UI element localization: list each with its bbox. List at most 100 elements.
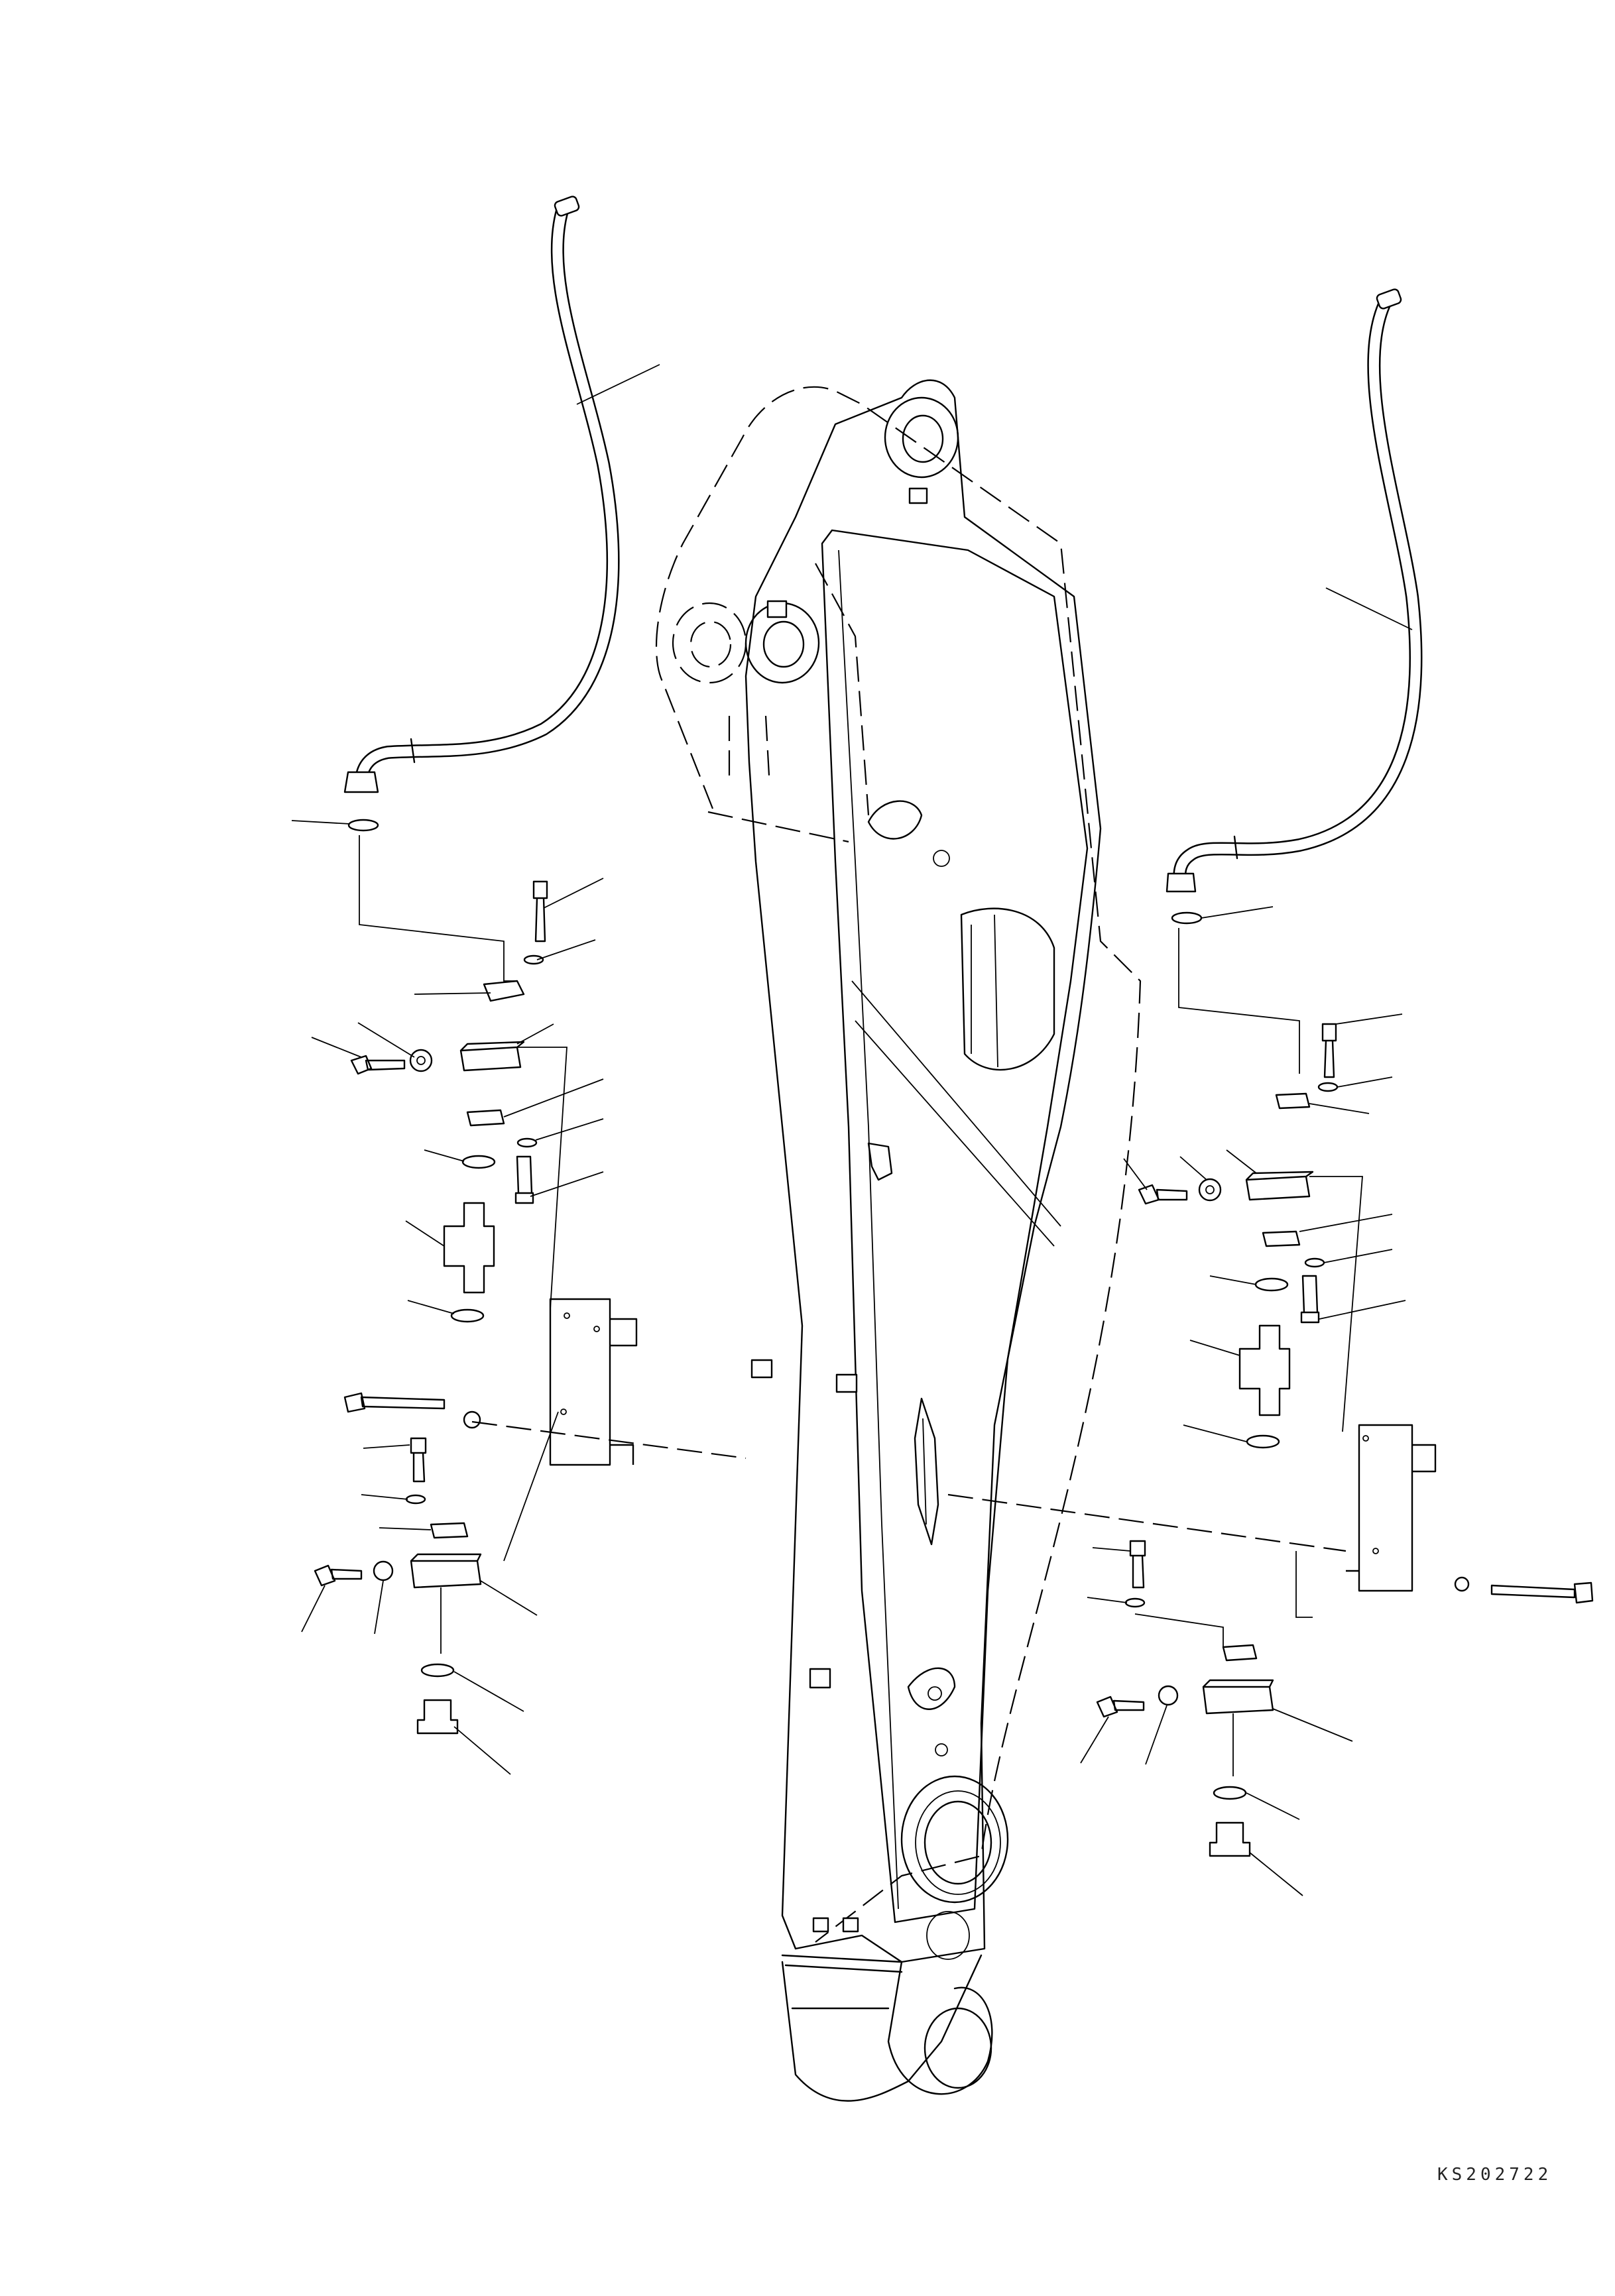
right-oring-4	[1213, 1786, 1247, 1800]
leader-r18	[1272, 1708, 1353, 1742]
leader-l17	[301, 1585, 326, 1633]
leader-r17	[1145, 1705, 1167, 1765]
leader-r16	[1080, 1716, 1109, 1764]
arm-grease-point-3	[935, 1743, 948, 1756]
arm-top-boss	[884, 396, 959, 479]
leader-r11	[1209, 1275, 1257, 1285]
leader-r14	[1092, 1547, 1131, 1552]
left-split-flange-1	[483, 980, 525, 1002]
left-bolt-3	[514, 1155, 534, 1204]
arm-outline	[745, 379, 1102, 1963]
leader-l6	[357, 1022, 415, 1058]
left-attach-line	[471, 1420, 747, 1460]
left-washer-3	[516, 1137, 538, 1148]
leader-l13	[407, 1300, 455, 1314]
arm-window	[960, 907, 1055, 1071]
arm-clip-7	[842, 1917, 859, 1933]
leader-r5	[1123, 1158, 1148, 1190]
arm-grease-point-2	[927, 1686, 942, 1701]
left-bracket-hole-3	[560, 1408, 567, 1415]
right-hose	[1166, 288, 1423, 893]
right-guide-line-1	[1178, 928, 1300, 1074]
leader-l3	[536, 939, 596, 960]
right-mount-bracket	[1346, 1424, 1437, 1592]
arm-grease-point-1	[933, 850, 950, 867]
right-block-1	[1245, 1171, 1314, 1201]
left-valve-body	[443, 1202, 495, 1294]
left-bolt-2	[350, 1055, 406, 1075]
left-block-2	[410, 1553, 482, 1589]
left-bolt-1	[532, 880, 548, 943]
left-hose-core	[356, 205, 619, 787]
right-oring-3	[1246, 1434, 1280, 1449]
left-long-bolt	[343, 1392, 446, 1413]
leader-r8	[1299, 1214, 1393, 1232]
left-washer-2	[409, 1049, 433, 1072]
right-hose-elbow-fitting	[1166, 872, 1197, 893]
right-washer-1	[1317, 1082, 1339, 1092]
right-guide-line-2	[1309, 1176, 1363, 1432]
right-bolt-2	[1138, 1184, 1188, 1205]
leader-r6	[1179, 1156, 1207, 1180]
right-washer-3	[1304, 1257, 1325, 1268]
arm-ghost-outline	[655, 386, 1142, 1943]
arm-bottom-boss	[900, 1775, 1009, 1904]
arm-mid-bore	[762, 620, 805, 668]
left-oring-2	[461, 1155, 496, 1169]
right-bracket-hole-1	[1362, 1435, 1369, 1442]
arm-lozenge-inner	[922, 1418, 927, 1525]
left-washer-2-hole	[416, 1056, 426, 1065]
right-long-bolt-washer	[1454, 1576, 1470, 1592]
leader-r1	[1201, 906, 1274, 919]
right-hose-ferrule	[1233, 835, 1238, 860]
right-guide-line-3	[1134, 1551, 1313, 1647]
leader-left-hose	[576, 364, 660, 405]
arm-top-bore	[902, 414, 944, 463]
right-hose-core	[1174, 296, 1421, 887]
leader-r20	[1249, 1852, 1303, 1896]
right-split-flange-1	[1275, 1092, 1311, 1110]
arm-bottom-bore	[924, 1800, 992, 1885]
leader-l14	[363, 1444, 410, 1449]
leader-l18	[374, 1580, 384, 1635]
right-washer-2-hole	[1205, 1185, 1215, 1194]
right-bracket-hole-2	[1372, 1548, 1379, 1554]
leader-r3	[1337, 1076, 1393, 1088]
leader-l21	[453, 1726, 511, 1775]
right-washer-4	[1124, 1597, 1146, 1608]
callout-leaders	[291, 364, 1413, 1896]
right-long-bolt	[1490, 1581, 1594, 1604]
leader-r19	[1246, 1792, 1300, 1820]
left-flange-2	[466, 1109, 505, 1127]
right-plug	[1209, 1821, 1251, 1857]
arm-lower-plate	[907, 1667, 956, 1710]
leader-l19	[480, 1580, 538, 1616]
arm-clip-4	[835, 1373, 858, 1393]
arm-bracket-mid	[867, 1142, 893, 1181]
leader-l8	[503, 1078, 604, 1118]
leader-l1	[291, 820, 351, 825]
drawing-code: KS202722	[1437, 2165, 1553, 2185]
left-hose-ferrule	[410, 738, 416, 764]
left-long-bolt-washer	[463, 1410, 481, 1429]
leader-r2	[1335, 1013, 1403, 1025]
arm-tip	[781, 1954, 993, 2102]
leader-r10	[1319, 1300, 1406, 1320]
right-washer-2	[1198, 1178, 1222, 1202]
leader-r4	[1309, 1103, 1370, 1114]
right-bolt-3	[1300, 1275, 1320, 1324]
right-parts-group	[947, 911, 1594, 1857]
right-bolt-4	[1129, 1540, 1146, 1589]
left-guide-line-1	[359, 835, 517, 982]
left-block-1	[459, 1041, 525, 1072]
arm-ghost-boss	[672, 602, 747, 684]
left-hose	[343, 196, 620, 793]
right-hose-top-fitting	[1376, 288, 1402, 310]
arm-window-inner	[971, 914, 998, 1068]
leader-l16	[379, 1527, 432, 1530]
left-split-flange-2	[430, 1522, 469, 1539]
left-hose-top-fitting	[554, 196, 580, 217]
left-bolt-4	[410, 1437, 427, 1483]
arm-bottom-bore-ring	[915, 1790, 1001, 1895]
